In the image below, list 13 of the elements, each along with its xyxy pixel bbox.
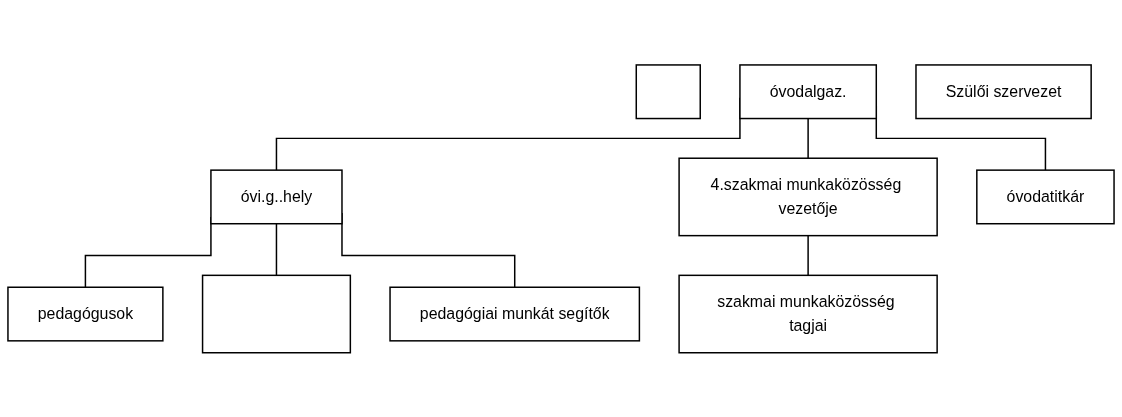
node-box: óvi.g..hely	[210, 169, 343, 225]
node-box: szakmai munkaközösség tagjai	[678, 274, 938, 354]
connector	[275, 222, 278, 276]
node-box: óvodalgaz.	[739, 63, 878, 119]
connector	[807, 234, 809, 276]
node-box: pedagógusok	[7, 286, 164, 342]
node-box: pedagógiai munkát segítők	[389, 286, 641, 342]
connector	[807, 117, 809, 159]
node-box: óvodatitkár	[976, 169, 1115, 225]
node-box: 4.szakmai munkaközösség vezetője	[678, 157, 938, 237]
node-box	[201, 274, 352, 354]
node-box: Szülői szervezet	[915, 63, 1092, 119]
node-box	[635, 63, 701, 119]
